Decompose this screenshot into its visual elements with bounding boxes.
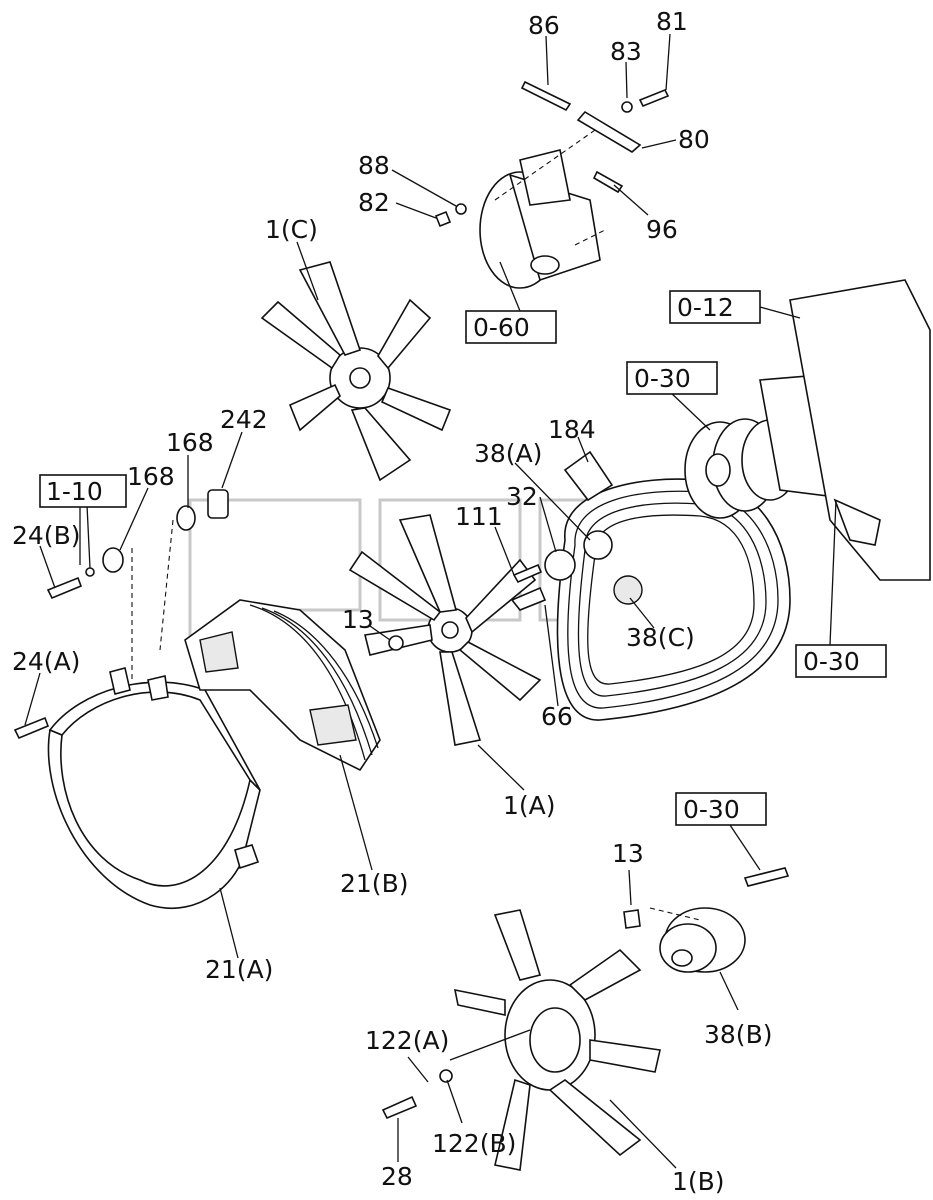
callout-38a: 38(A) <box>474 439 542 468</box>
tensioner-parts <box>510 530 643 611</box>
callout-24a: 24(A) <box>12 647 80 676</box>
callout-81: 81 <box>656 7 688 36</box>
callout-1c: 1(C) <box>265 215 318 244</box>
callout-21a: 21(A) <box>205 955 273 984</box>
alternator-assembly <box>434 80 670 289</box>
callout-1a: 1(A) <box>503 791 556 820</box>
reference-box-0-30-pump: 0-30 <box>795 644 887 678</box>
callout-82: 82 <box>358 188 390 217</box>
small-parts-left <box>13 489 229 740</box>
callout-80: 80 <box>678 125 710 154</box>
callout-184: 184 <box>548 415 596 444</box>
callout-83: 83 <box>610 37 642 66</box>
callout-96: 96 <box>646 215 678 244</box>
callout-168-spacer: 168 <box>166 428 214 457</box>
reference-box-1-10: 1-10 <box>39 474 127 508</box>
callout-86: 86 <box>528 11 560 40</box>
svg-text:0-30: 0-30 <box>803 647 860 676</box>
reference-box-0-30-pulley: 0-30 <box>626 361 718 395</box>
callout-28: 28 <box>381 1162 413 1191</box>
reference-box-0-30-clutch: 0-30 <box>675 792 767 826</box>
v-belts-184 <box>556 450 791 721</box>
callout-111: 111 <box>455 502 503 531</box>
fan-shroud-21b <box>184 599 381 772</box>
callout-13-fan: 13 <box>342 605 374 634</box>
leader-lines <box>24 33 837 1169</box>
reference-box-0-60: 0-60 <box>465 310 557 344</box>
callout-122a: 122(A) <box>365 1026 449 1055</box>
fan-1a <box>348 514 542 746</box>
fan-shroud-21a <box>47 667 261 910</box>
callout-13-clutch: 13 <box>612 839 644 868</box>
callout-88: 88 <box>358 151 390 180</box>
svg-text:0-30: 0-30 <box>634 364 691 393</box>
callout-122b: 122(B) <box>432 1129 516 1158</box>
callout-21b: 21(B) <box>340 869 408 898</box>
callout-32: 32 <box>506 482 538 511</box>
callout-66: 66 <box>541 702 573 731</box>
svg-text:1-10: 1-10 <box>46 477 103 506</box>
fan-1c <box>260 261 452 482</box>
fan-clutch-38b <box>623 867 790 973</box>
fan-1b <box>381 909 661 1171</box>
svg-text:0-12: 0-12 <box>677 293 734 322</box>
callout-1b: 1(B) <box>672 1167 725 1196</box>
reference-box-0-12: 0-12 <box>669 290 761 324</box>
callout-168-grommet: 168 <box>127 462 175 491</box>
callout-38c: 38(C) <box>626 623 695 652</box>
callout-38b: 38(B) <box>704 1020 772 1049</box>
svg-text:0-30: 0-30 <box>683 795 740 824</box>
callout-242: 242 <box>220 405 268 434</box>
svg-text:0-60: 0-60 <box>473 313 530 342</box>
callout-24b: 24(B) <box>12 521 80 550</box>
pulley-water-pump <box>684 279 931 581</box>
